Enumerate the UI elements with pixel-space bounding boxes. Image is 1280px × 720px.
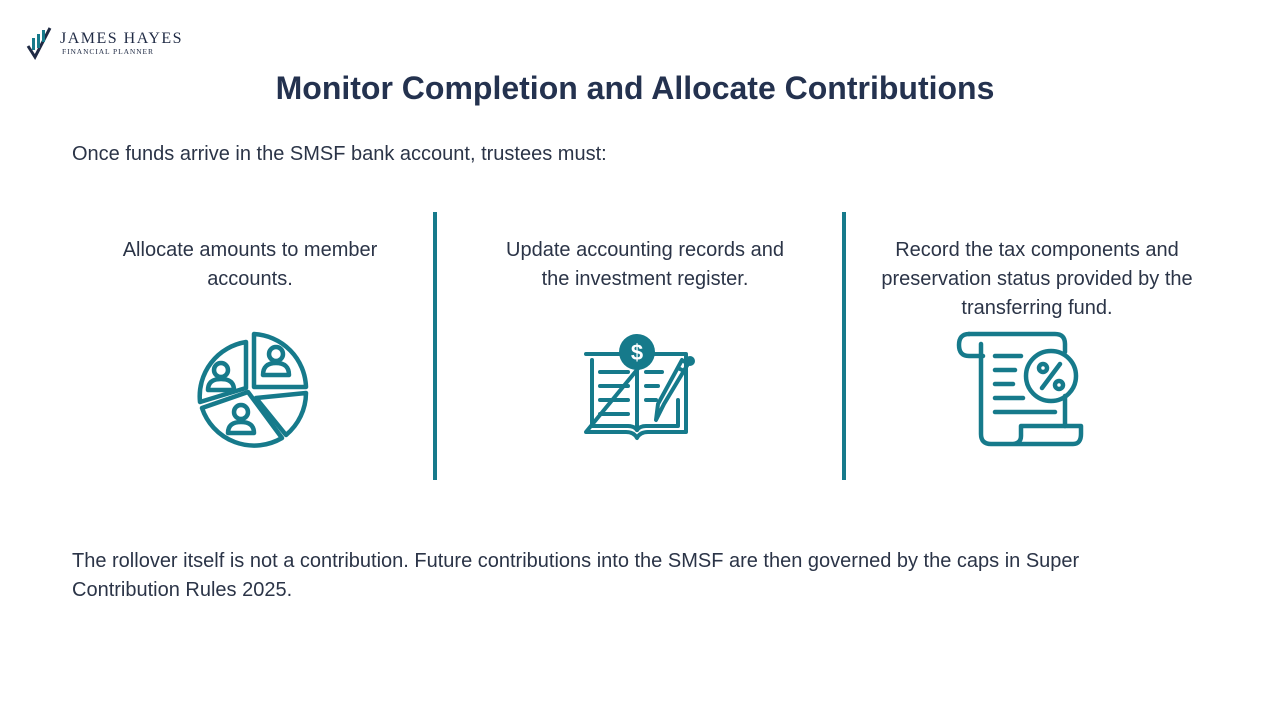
company-logo: JAMES HAYES FINANCIAL PLANNER [26,24,206,60]
footer-note: The rollover itself is not a contributio… [72,550,1080,601]
pie-chart-members-icon [197,331,309,448]
svg-text:$: $ [631,340,643,365]
column-3-text: Record the tax components and preservati… [881,239,1193,319]
column-2-text: Update accounting records and the invest… [506,239,784,290]
column-1-text: Allocate amounts to member accounts. [122,239,378,290]
percent-scroll-icon [956,331,1084,447]
logo-name: JAMES HAYES [60,30,184,47]
accounting-book-pen-icon: $ [584,334,695,440]
page-title: Monitor Completion and Allocate Contribu… [275,70,995,106]
logo-chart-icon [26,27,52,60]
column-divider [433,212,437,480]
intro-text: Once funds arrive in the SMSF bank accou… [72,143,607,165]
logo-tagline: FINANCIAL PLANNER [62,47,154,56]
column-divider [842,212,846,480]
